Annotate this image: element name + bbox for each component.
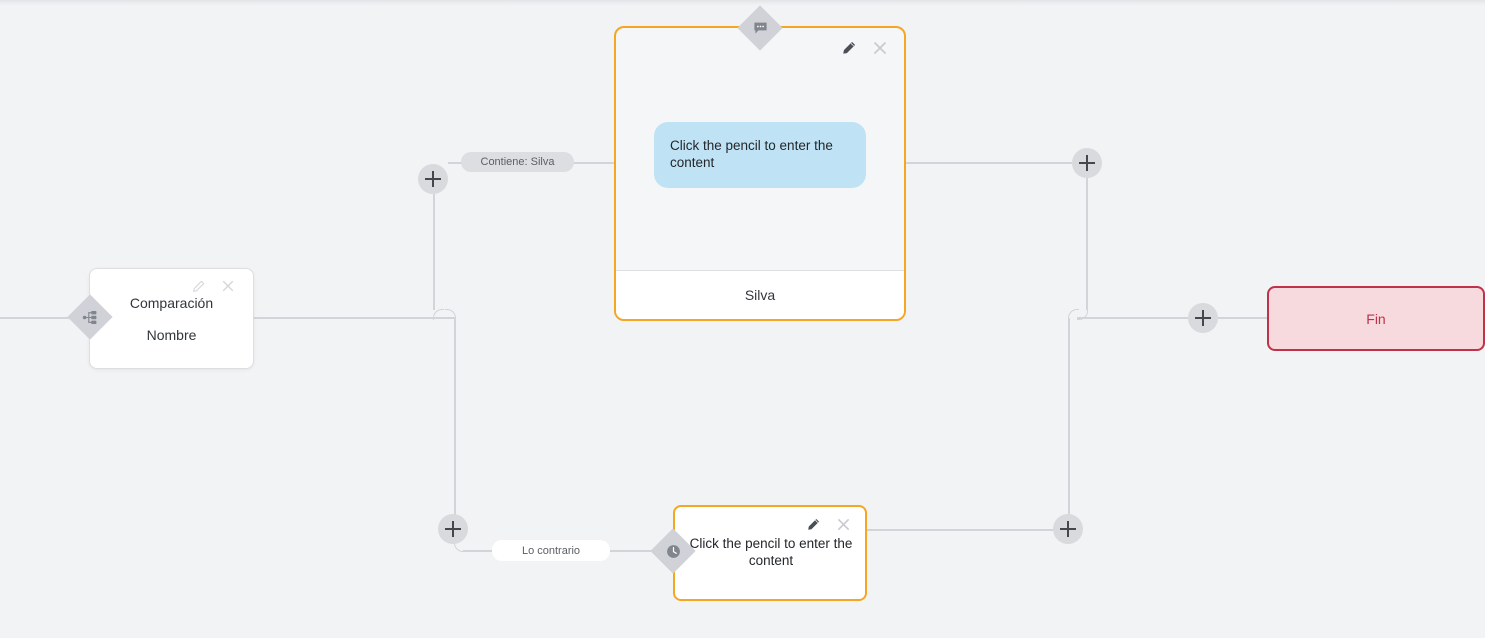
bottom-node-icons <box>807 517 851 537</box>
close-icon[interactable] <box>872 40 888 61</box>
add-node-button-bottom-right[interactable] <box>1053 514 1083 544</box>
pencil-icon[interactable] <box>807 518 820 536</box>
pencil-icon[interactable] <box>192 280 205 296</box>
main-node-handle[interactable] <box>737 5 783 51</box>
edge-label-lo-contrario-text: Lo contrario <box>521 544 581 557</box>
comparison-node-subtitle: Nombre <box>146 326 197 343</box>
connector-top-plus-to-label <box>448 162 463 164</box>
main-node-body: Click the pencil to enter the content <box>616 28 904 270</box>
top-shadow-bar <box>0 0 1485 6</box>
comparison-node-handle[interactable] <box>67 294 113 340</box>
connector-bottom-left-corner <box>454 541 465 552</box>
connector-right-bottom-vertical <box>1068 318 1070 518</box>
node-fin[interactable]: Fin <box>1267 286 1485 351</box>
node-bottom[interactable]: Click the pencil to enter the content <box>673 505 867 601</box>
connector-fin-plus-to-fin <box>1218 317 1267 319</box>
connector-branch-up-vertical <box>433 194 435 310</box>
fin-node-label: Fin <box>1366 310 1386 327</box>
add-node-button-top-right[interactable] <box>1072 148 1102 178</box>
node-main[interactable]: Click the pencil to enter the content Si… <box>614 26 906 321</box>
branch-split-icon <box>74 301 106 333</box>
add-node-button-bottom-left[interactable] <box>438 514 468 544</box>
comparison-node-title: Comparación <box>129 294 214 311</box>
connector-branch-down-vertical <box>454 318 456 518</box>
connector-comparison-out <box>254 317 455 319</box>
connector-bottomleft-to-label <box>463 550 493 552</box>
close-icon[interactable] <box>836 517 851 537</box>
comparison-node-icons <box>192 279 235 296</box>
connector-label-to-bottom-node <box>609 550 657 552</box>
connector-branch-down-corner-top <box>445 309 456 320</box>
main-node-footer-label: Silva <box>744 287 776 303</box>
connector-main-to-right-plus <box>906 162 1072 164</box>
close-icon[interactable] <box>221 279 235 296</box>
connector-bottom-node-to-plus <box>867 529 1053 531</box>
bottom-node-handle[interactable] <box>650 528 696 574</box>
add-node-button-top-left[interactable] <box>418 164 448 194</box>
node-comparison[interactable]: Comparación Nombre <box>89 268 254 369</box>
connector-incoming-left <box>0 317 72 319</box>
bottom-node-text: Click the pencil to enter the content <box>689 536 853 568</box>
edge-label-lo-contrario[interactable]: Lo contrario <box>492 540 610 561</box>
connector-label-to-main <box>573 162 614 164</box>
connector-right-top-vertical <box>1086 178 1088 310</box>
main-node-bubble: Click the pencil to enter the content <box>654 122 866 188</box>
main-node-footer[interactable]: Silva <box>616 270 904 319</box>
main-node-icons <box>842 40 888 61</box>
chat-bubble-icon <box>744 12 776 44</box>
connector-branch-up-corner <box>433 309 444 320</box>
clock-icon <box>657 535 689 567</box>
edge-label-contiene-text: Contiene: Silva <box>480 156 555 168</box>
add-node-button-fin[interactable] <box>1188 303 1218 333</box>
pencil-icon[interactable] <box>842 41 856 60</box>
connector-merge-to-fin-plus <box>1077 317 1188 319</box>
edge-label-contiene[interactable]: Contiene: Silva <box>461 152 574 172</box>
connector-right-bottom-corner <box>1068 309 1079 320</box>
